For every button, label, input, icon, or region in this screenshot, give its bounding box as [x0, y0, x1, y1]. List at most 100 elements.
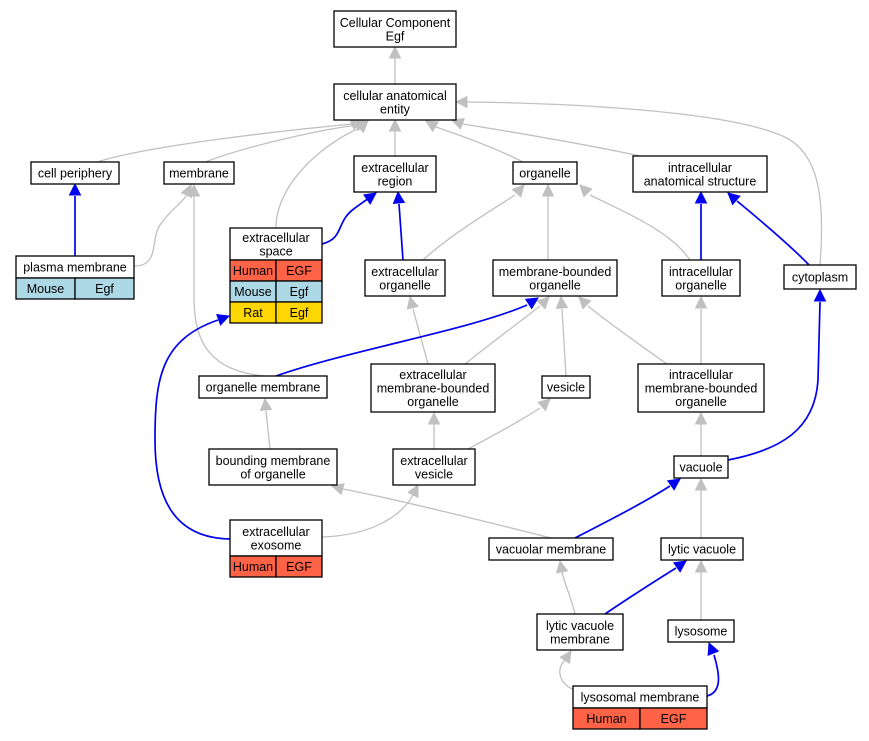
term-label: space: [259, 244, 292, 258]
term-box: [370, 363, 496, 413]
term-box: [667, 619, 735, 643]
organelle-node[interactable]: organelle: [512, 161, 578, 185]
edge-exspace-part-of-exreg: [321, 192, 377, 245]
edge-arrowhead: [666, 478, 681, 491]
edge-arrowhead: [68, 182, 82, 196]
edge-vesicle-to-mbo: [555, 295, 569, 377]
edge-line: [462, 123, 641, 157]
term-label: vacuole: [679, 461, 722, 475]
species-label: Human: [233, 264, 273, 278]
term-label: organelle membrane: [206, 381, 321, 395]
edge-arrowhead: [536, 296, 550, 310]
edge-arrowhead: [425, 120, 440, 133]
gene-cell: [275, 555, 323, 578]
vacuolar-membrane-node[interactable]: vacuolar membrane: [488, 537, 614, 561]
edge-line: [398, 203, 404, 261]
edge-cytoplasm-part-of-ias: [727, 192, 810, 266]
edge-line: [133, 195, 187, 267]
edge-arrowhead: [362, 192, 377, 205]
edge-arrowhead: [578, 296, 592, 310]
gene-label: Egf: [290, 285, 309, 299]
edge-exosome-part-of-exspace: [154, 314, 231, 540]
term-label: organelle: [675, 395, 726, 409]
term-label: extracellular: [400, 454, 467, 468]
lytic-vacuole-node[interactable]: lytic vacuole: [660, 537, 744, 561]
edge-bmo-to-orgmem: [259, 397, 273, 450]
species-label: Human: [233, 560, 273, 574]
term-box: [198, 375, 328, 399]
edge-arrowhead: [511, 184, 525, 198]
membrane-node[interactable]: membrane: [163, 161, 235, 185]
term-box: [364, 259, 446, 297]
gene-label: Egf: [95, 282, 114, 296]
term-box: [163, 161, 235, 185]
term-label: lysosome: [675, 625, 728, 639]
edge-arrowhead: [388, 45, 402, 59]
edge-line: [467, 407, 541, 450]
edge-line: [466, 101, 823, 266]
edge-line: [422, 194, 516, 261]
gene-label: Egf: [290, 306, 309, 320]
term-label: membrane: [169, 167, 229, 181]
gene-label: EGF: [286, 560, 312, 574]
term-label: intracellular: [668, 161, 732, 175]
edge-line: [587, 305, 668, 365]
term-label: vesicle: [547, 381, 585, 395]
edge-cae-to-root: [388, 45, 402, 84]
edge-arrowhead: [187, 183, 201, 197]
term-label: organelle: [379, 278, 430, 292]
edge-exosome-to-exves: [321, 483, 419, 538]
edge-arrowhead: [555, 295, 569, 309]
species-label: Rat: [243, 306, 263, 320]
term-label: bounding membrane: [216, 454, 331, 468]
edge-arrowhead: [216, 314, 231, 326]
term-label: cellular anatomical: [343, 89, 447, 103]
term-box: [632, 155, 768, 193]
edge-line: [736, 200, 810, 266]
term-label: entity: [380, 102, 411, 116]
edge-arrowhead: [355, 120, 369, 134]
organelle-membrane-node[interactable]: organelle membrane: [198, 375, 328, 399]
term-label: of organelle: [240, 467, 305, 481]
edge-line: [561, 571, 576, 615]
lysosome-node[interactable]: lysosome: [667, 619, 735, 643]
edge-arrowhead: [694, 559, 708, 573]
term-box: [492, 259, 618, 297]
vesicle-node[interactable]: vesicle: [541, 375, 591, 399]
term-box: [512, 161, 578, 185]
edge-line: [193, 196, 265, 377]
edge-arrowhead: [694, 295, 708, 309]
vacuole-node[interactable]: vacuole: [673, 455, 729, 479]
edge-intorg-to-organelle: [579, 184, 691, 261]
cytoplasm-node[interactable]: cytoplasm: [783, 264, 857, 290]
edge-ias-to-cae: [450, 118, 641, 157]
term-box: [783, 264, 857, 290]
term-label: organelle: [675, 278, 726, 292]
edge-plasma-to-membrane: [133, 183, 192, 267]
term-label: membrane-bounded: [645, 382, 758, 396]
term-label: lysosomal membrane: [581, 691, 700, 705]
edge-arrowhead: [407, 483, 419, 499]
edge-line: [275, 304, 528, 377]
edge-vacmem-to-bmo: [330, 482, 552, 539]
edge-lvm-part-of-lytvac: [604, 560, 687, 615]
cell-periphery-node[interactable]: cell periphery: [30, 161, 120, 185]
edge-arrowhead: [388, 118, 402, 132]
